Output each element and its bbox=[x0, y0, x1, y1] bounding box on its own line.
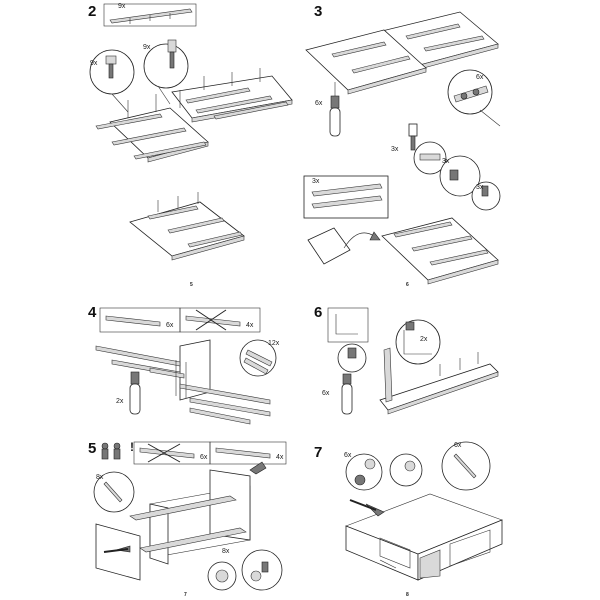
step-4-qty-dowel: 12x bbox=[268, 340, 280, 347]
page-number-7: 7 bbox=[184, 592, 187, 598]
step-4-qty-no: 4x bbox=[246, 322, 254, 329]
step-3-number: 3 bbox=[314, 3, 323, 20]
step-2-number: 2 bbox=[88, 3, 97, 20]
step-2-qty-left: 9x bbox=[90, 60, 98, 67]
step-5-illustration bbox=[93, 441, 287, 591]
step-6-qty-left: 6x bbox=[322, 390, 330, 397]
step-3-qty-bar: 3x bbox=[312, 178, 320, 185]
step-6-number: 6 bbox=[314, 304, 323, 321]
step-7-illustration bbox=[345, 441, 503, 581]
step-7-number: 7 bbox=[314, 444, 323, 461]
step-5-warning: ! bbox=[130, 440, 134, 454]
step-3-qty-a: 3x bbox=[391, 146, 399, 153]
step-4-qty-ok: 6x bbox=[166, 322, 174, 329]
step-4-illustration bbox=[95, 307, 277, 425]
step-4-qty-screw: 2x bbox=[116, 398, 124, 405]
step-5-number: 5 bbox=[88, 440, 97, 457]
step-4-number: 4 bbox=[88, 304, 97, 321]
step-2-panel: 2 9x bbox=[0, 0, 300, 295]
step-4-panel: 4 6x 4x 12x 2x bbox=[0, 300, 300, 440]
step-6-illustration bbox=[327, 307, 499, 415]
page-number-8: 8 bbox=[406, 592, 409, 598]
page-number-6: 6 bbox=[406, 282, 409, 288]
page-number-5: 5 bbox=[190, 282, 193, 288]
step-7-panel: 7 6x 6x 8 bbox=[300, 440, 600, 600]
step-6-qty-top: 2x bbox=[420, 336, 428, 343]
step-3-qty-c: 3x bbox=[476, 184, 484, 191]
step-3-illustration bbox=[303, 11, 501, 285]
step-3-panel: 3 bbox=[300, 0, 600, 295]
step-5-qty-no: 6x bbox=[200, 454, 208, 461]
step-2-qty-inset: 9x bbox=[118, 3, 126, 10]
step-3-qty-b: 3x bbox=[442, 158, 450, 165]
step-6-panel: 6 2x 6x bbox=[300, 300, 600, 440]
step-2-qty-right: 9x bbox=[143, 44, 151, 51]
step-5-panel: 5 ! 6x 4x 8x 8x 7 bbox=[0, 440, 300, 600]
step-2-illustration bbox=[89, 3, 293, 261]
step-5-qty-ok: 4x bbox=[276, 454, 284, 461]
step-5-qty-left: 8x bbox=[96, 474, 104, 481]
step-3-qty-screw: 6x bbox=[315, 100, 323, 107]
step-7-qty-b: 6x bbox=[454, 442, 462, 449]
step-5-qty-right: 8x bbox=[222, 548, 230, 555]
step-7-qty-a: 6x bbox=[344, 452, 352, 459]
step-3-qty-inset: 6x bbox=[476, 74, 484, 81]
